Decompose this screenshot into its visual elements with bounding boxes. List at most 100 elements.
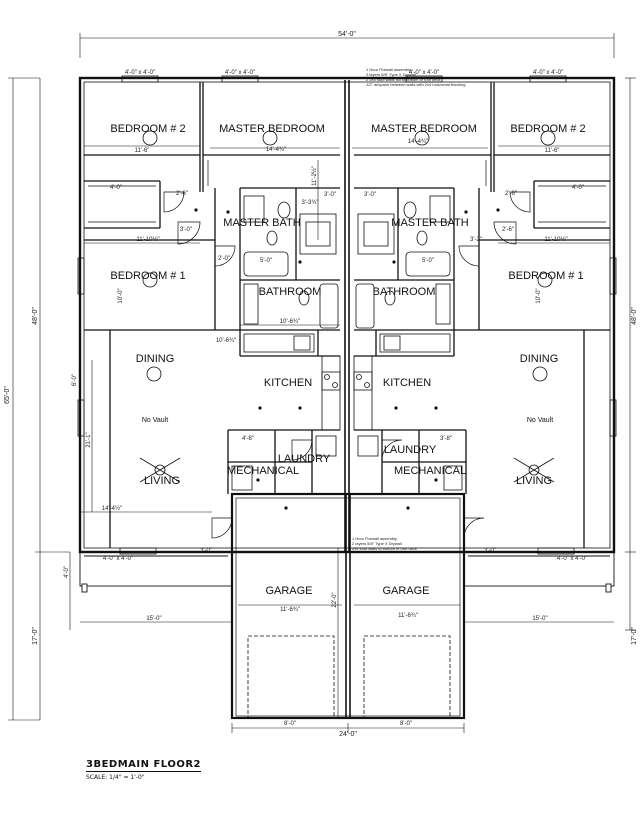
dim-mech-a: 4'-8" (242, 436, 254, 442)
overall-dimension-lines (8, 33, 636, 733)
dim-tub-left: 5'-0" (260, 258, 272, 264)
room-label-living-left: LIVING (144, 475, 180, 487)
note-firewall-top-4: 1/2" airspace between walls with 2x4 hor… (366, 82, 465, 87)
room-label-kitchen-right: KITCHEN (383, 377, 431, 389)
dim-bath-a: 3'-3¾" (302, 200, 319, 206)
drawing-title: 3BEDMAIN FLOOR2 (86, 759, 201, 772)
garages (230, 492, 466, 720)
interior-walls-left (84, 82, 340, 548)
drawing-scale: SCALE: 1/4" = 1'-0" (86, 774, 145, 781)
room-label-living-right: LIVING (516, 475, 552, 487)
exterior-walls (78, 76, 616, 554)
dim-door-a: 2'-6" (176, 191, 188, 197)
dim-window-6: 4'-0" x 4'-0" (557, 556, 587, 562)
room-labels: BEDROOM # 2 MASTER BEDROOM MASTER BEDROO… (110, 123, 585, 597)
dim-garage-width: 24'-0" (339, 731, 357, 738)
dim-door-b: 2'-6" (505, 191, 517, 197)
room-label-master-bath-left: MASTER BATH (223, 217, 300, 229)
dim-bed1-depth-left: 10'-0" (118, 288, 124, 303)
room-label-bedroom1-right: BEDROOM # 1 (508, 270, 583, 282)
party-wall (344, 80, 350, 552)
dimension-labels: 54'-0" 65'-0" 48'-0" 48'-0" 17'-0" 17'-0… (4, 31, 638, 738)
dim-door-e: 3'-2" (470, 237, 482, 243)
dim-garage-door-right: 8'-0" (400, 721, 412, 727)
dim-garage-ext-right: 17'-0" (631, 627, 638, 645)
ceiling-fans (139, 457, 555, 483)
dim-bed1-width-right: 11'-10½" (544, 236, 567, 243)
room-label-bedroom2-left: BEDROOM # 2 (110, 123, 185, 135)
room-label-bedroom2-right: BEDROOM # 2 (510, 123, 585, 135)
dim-house-depth-right: 48'-0" (631, 307, 638, 325)
room-label-master-bedroom-left: MASTER BEDROOM (219, 123, 325, 135)
bath-fixtures (243, 195, 451, 329)
front-porches (79, 551, 615, 593)
note-no-vault-right: No Vault (527, 417, 553, 424)
light-fixtures (142, 130, 556, 382)
dim-bed2-width-right: 11'-6" (545, 148, 560, 154)
note-firewall-garage-2: 2 layers 5/8" Type X Drywall (352, 541, 402, 546)
dim-living-width: 14'-4½" (102, 505, 122, 512)
dim-kitchen-width-left-2: 10'-6¾" (216, 338, 236, 344)
dim-master-width-right: 14'-4¾" (408, 139, 428, 145)
dim-garage-door-left: 8'-0" (284, 721, 296, 727)
room-label-bathroom-right: BATHROOM (373, 286, 436, 298)
laundry-appliances (231, 435, 463, 491)
dim-garage-inner-left: 11'-6¾" (280, 607, 300, 613)
recessed-lights (194, 208, 500, 510)
dim-door-c: 3'-0" (180, 227, 192, 233)
dim-garage-ext-left: 17'-0" (32, 627, 39, 645)
dim-dining-depth: 6'-0" (72, 374, 78, 386)
note-firewall-top-1: 1 Hour Firewall assembly (366, 67, 411, 72)
windows (77, 75, 617, 555)
dim-closet-right: 4'-0" (572, 185, 584, 191)
closets (88, 160, 606, 223)
room-label-laundry-left: LAUNDRY (278, 453, 331, 465)
note-no-vault-left: No Vault (142, 417, 168, 424)
dim-bed2-width-left: 11'-6" (135, 148, 150, 154)
room-label-master-bath-right: MASTER BATH (391, 217, 468, 229)
dim-window-2: 4'-0" x 4'-0" (225, 70, 255, 76)
room-label-dining-left: DINING (136, 353, 175, 365)
note-firewall-top-3: 2 2x4 stud walls full to bottom of roof … (366, 77, 440, 82)
dim-house-depth-left: 48'-0" (32, 307, 39, 325)
dim-bath-b: 3'-0" (324, 192, 336, 198)
note-firewall-garage-3: 2x4 stud walls to bottom of roof deck (352, 546, 417, 551)
dim-porch-depth: 4'-0" (64, 566, 70, 578)
dim-porch-left: 15'-0" (146, 616, 161, 622)
dim-living-depth: 21'-1" (86, 432, 92, 447)
dim-bath-c: 3'-0" (364, 192, 376, 198)
room-label-garage-left: GARAGE (265, 585, 312, 597)
dim-master-depth: 11'-2½" (311, 166, 318, 186)
note-firewall-top-2: 2 layers 5/8" Type X Drywall (366, 72, 416, 77)
door-swings (163, 191, 531, 539)
room-label-laundry-right: LAUNDRY (384, 444, 437, 456)
dim-tub-right: 5'-0" (422, 258, 434, 264)
firewall-notes: 1 Hour Firewall assembly 2 layers 5/8" T… (352, 67, 465, 551)
room-label-bathroom-left: BATHROOM (259, 286, 322, 298)
dim-mech-b: 3'-8" (440, 436, 452, 442)
dim-door-f: 2'-0" (218, 256, 230, 262)
dim-door-d: 2'-6" (502, 227, 514, 233)
dim-garage-inner-right: 11'-6¾" (398, 613, 418, 619)
dim-porch-right: 15'-0" (532, 616, 547, 622)
dim-overall-width: 54'-0" (338, 31, 356, 38)
room-label-bedroom1-left: BEDROOM # 1 (110, 270, 185, 282)
note-firewall-garage-1: 1 Hour Firewall assembly (352, 536, 397, 541)
dim-garage-depth: 22'-0" (332, 592, 338, 607)
dim-porch-door-left: 3'-0" (200, 548, 212, 554)
kitchen-counters (243, 333, 451, 431)
dim-kitchen-width-left: 10'-6¾" (280, 319, 300, 325)
title-block: 3BEDMAIN FLOOR2 SCALE: 1/4" = 1'-0" (86, 754, 201, 781)
room-label-garage-right: GARAGE (382, 585, 429, 597)
room-label-mechanical-right: MECHANICAL (394, 465, 466, 477)
dim-overall-depth: 65'-0" (4, 386, 11, 404)
room-label-master-bedroom-right: MASTER BEDROOM (371, 123, 477, 135)
dim-master-width-left: 14'-4¾" (266, 147, 286, 153)
dim-bed1-depth-right: 10'-0" (536, 288, 542, 303)
dim-closet-left: 4'-0" (110, 185, 122, 191)
dim-window-4: 4'-0" x 4'-0" (533, 70, 563, 76)
dim-bed1-width-left: 11'-10½" (136, 236, 159, 243)
room-label-kitchen-left: KITCHEN (264, 377, 312, 389)
room-label-mechanical-left: MECHANICAL (227, 465, 299, 477)
